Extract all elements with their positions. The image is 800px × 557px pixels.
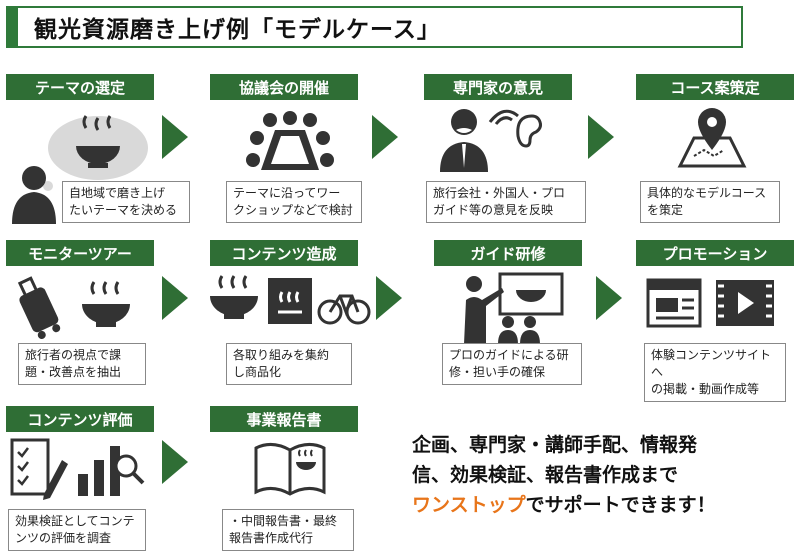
step-header-content-creation: コンテンツ造成 — [210, 240, 358, 266]
step-header-promotion: プロモーション — [636, 240, 794, 266]
step-desc-course: 具体的なモデルコース を策定 — [640, 181, 780, 223]
open-book-icon — [254, 443, 326, 496]
step-header-expert: 専門家の意見 — [424, 74, 572, 100]
step-desc-content-creation: 各取り組みを集約 し商品化 — [226, 343, 352, 385]
step-desc-expert: 旅行会社・外国人・プロ ガイド等の意見を反映 — [426, 181, 586, 223]
flow-arrow — [372, 115, 398, 159]
title-accent-bar — [8, 8, 18, 46]
page-title: 観光資源磨き上げ例「モデルケース」 — [34, 17, 441, 43]
map-pin-icon — [677, 108, 747, 168]
person-thinking-bowl-icon — [12, 115, 148, 224]
checklist-chart-icon — [10, 438, 145, 500]
step-header-content-evaluation: コンテンツ評価 — [6, 406, 154, 432]
flow-arrow — [162, 115, 188, 159]
step-desc-theme: 自地域で磨き上げ たいテーマを決める — [62, 181, 190, 223]
step-header-theme: テーマの選定 — [6, 74, 154, 100]
step-header-course: コース案策定 — [636, 74, 794, 100]
flow-arrow — [162, 440, 188, 484]
step-desc-content-evaluation: 効果検証としてコンテ ンツの評価を調査 — [8, 509, 146, 551]
guide-presentation-icon — [464, 272, 564, 344]
step-desc-business-report: ・中間報告書・最終 報告書作成代行 — [222, 509, 354, 551]
step-header-business-report: 事業報告書 — [210, 406, 358, 432]
flow-arrow — [162, 276, 188, 320]
step-desc-monitor-tour: 旅行者の視点で課 題・改善点を抽出 — [18, 343, 146, 385]
bowl-onsen-bicycle-icon — [210, 275, 371, 325]
meeting-table-icon — [246, 111, 334, 170]
website-video-icon — [646, 278, 774, 328]
flow-arrow — [588, 115, 614, 159]
flow-arrow — [596, 276, 622, 320]
flow-arrow — [376, 276, 402, 320]
suitcase-bowl-icon — [17, 276, 130, 339]
one-stop-highlight: ワンストップ — [412, 494, 526, 516]
step-desc-promotion: 体験コンテンツサイトへ の掲載・動画作成等 — [644, 343, 786, 402]
title-box: 観光資源磨き上げ例「モデルケース」 — [6, 6, 743, 48]
step-header-guide-training: ガイド研修 — [434, 240, 582, 266]
step-desc-guide-training: プロのガイドによる研 修・担い手の確保 — [442, 343, 582, 385]
closing-message: 企画、専門家・講師手配、情報発 信、効果検証、報告書作成まで ワンストップでサポ… — [412, 434, 716, 516]
expert-listening-icon — [440, 109, 542, 172]
step-header-council: 協議会の開催 — [210, 74, 358, 100]
step-desc-council: テーマに沿ってワー クショップなどで検討 — [226, 181, 362, 223]
step-header-monitor-tour: モニターツアー — [6, 240, 154, 266]
